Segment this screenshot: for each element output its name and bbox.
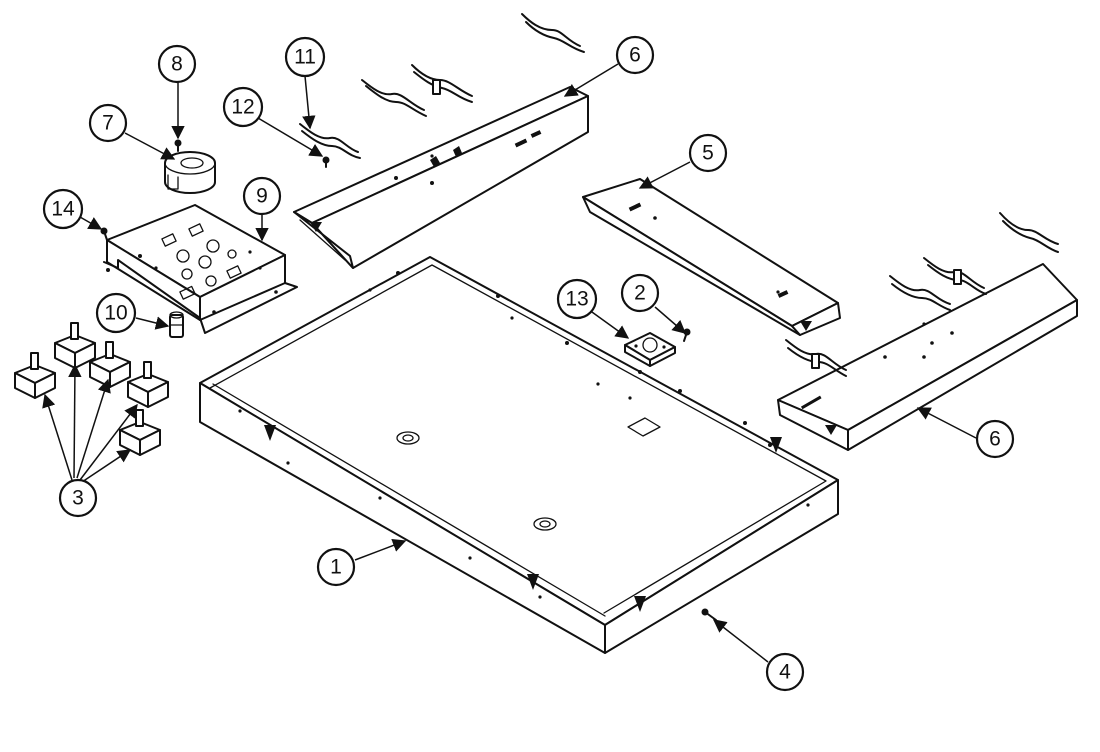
trim-panel-upper (293, 86, 589, 269)
callout-11: 11 (284, 36, 326, 78)
svg-text:6: 6 (989, 428, 1001, 451)
svg-text:1: 1 (330, 556, 342, 579)
screw-part-2 (683, 328, 691, 342)
svg-text:11: 11 (294, 46, 316, 69)
plug-part-10 (169, 311, 184, 338)
svg-text:2: 2 (634, 282, 646, 305)
svg-text:8: 8 (171, 53, 183, 76)
screw-part-4 (701, 608, 717, 621)
trim-panel-lower (777, 263, 1078, 451)
control-box (103, 204, 298, 334)
knob-4 (127, 361, 169, 408)
wire-clips (299, 13, 1059, 377)
svg-text:7: 7 (102, 112, 114, 135)
ring-cup (164, 151, 216, 194)
svg-text:10: 10 (104, 302, 127, 325)
callout-7: 7 (88, 103, 128, 143)
knob-5 (119, 409, 161, 456)
callout-13: 13 (556, 278, 598, 320)
callout-2: 2 (620, 273, 660, 313)
svg-text:9: 9 (256, 185, 268, 208)
knob-3 (89, 341, 131, 388)
knob-1 (14, 352, 56, 399)
callout-8: 8 (157, 44, 197, 84)
svg-text:5: 5 (702, 142, 714, 165)
svg-text:6: 6 (629, 44, 641, 67)
callout-14: 14 (42, 188, 84, 230)
screw-part-14 (100, 227, 108, 241)
callout-3: 3 (58, 478, 98, 518)
svg-text:12: 12 (231, 96, 254, 119)
callout-12: 12 (222, 86, 264, 128)
callout-1: 1 (316, 547, 356, 587)
svg-text:3: 3 (72, 487, 84, 510)
svg-text:14: 14 (51, 198, 75, 221)
knob-set-part-3 (14, 322, 169, 456)
callout-9: 9 (242, 176, 282, 216)
callout-4: 4 (765, 652, 805, 692)
callout-10: 10 (95, 292, 137, 334)
screw-part-8 (174, 139, 182, 152)
trim-panel-middle (582, 178, 841, 336)
knob-2 (54, 322, 96, 369)
callout-5: 5 (688, 133, 728, 173)
callout-6-lower: 6 (975, 419, 1015, 459)
base-pan (199, 256, 839, 654)
screw-part-12 (322, 156, 330, 168)
svg-text:4: 4 (779, 661, 791, 684)
bracket-part-13 (624, 332, 676, 367)
callout-6-upper: 6 (615, 35, 655, 75)
svg-text:13: 13 (565, 288, 588, 311)
